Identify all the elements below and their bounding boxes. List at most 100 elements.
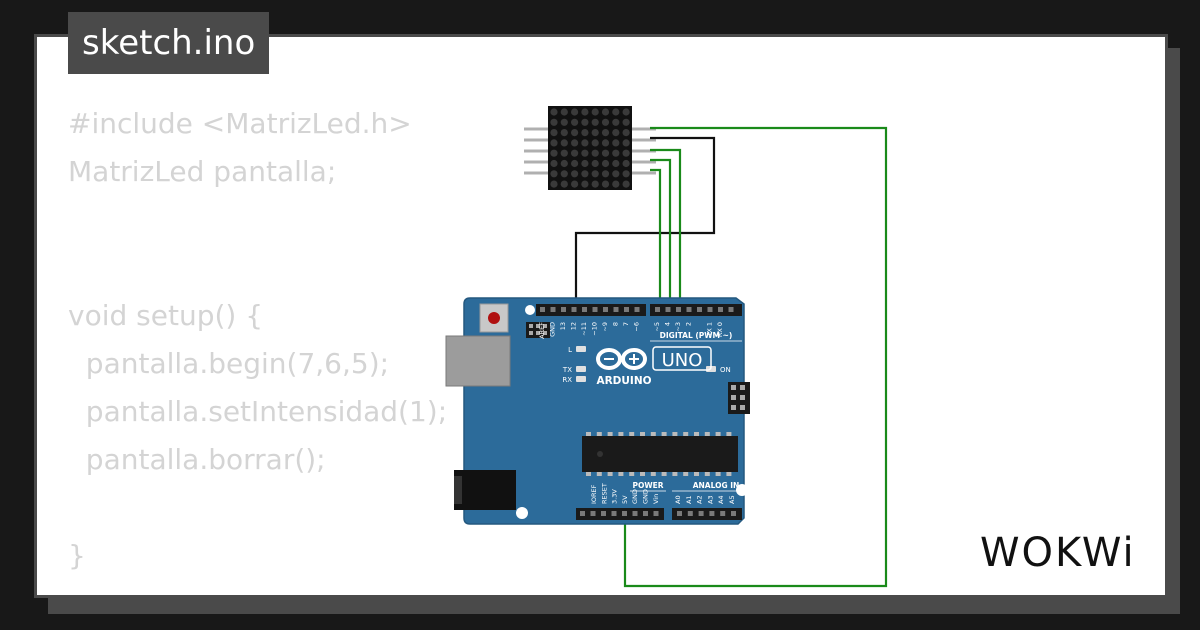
pin-label: RESET	[600, 483, 608, 504]
matrix-led	[612, 108, 620, 116]
header-pin[interactable]	[550, 307, 556, 312]
board-model: UNO	[662, 350, 703, 371]
header-pin[interactable]	[653, 511, 659, 516]
header-pin[interactable]	[611, 511, 617, 516]
matrix-led	[612, 118, 620, 126]
matrix-led	[571, 118, 579, 126]
mounting-hole	[525, 305, 535, 315]
matrix-led	[622, 108, 630, 116]
matrix-led	[560, 139, 568, 147]
pin-label: Vin	[652, 494, 660, 504]
mounting-hole	[736, 484, 748, 496]
wire-gnd[interactable]	[574, 136, 716, 304]
matrix-led	[612, 129, 620, 137]
header-pin[interactable]	[632, 511, 638, 516]
matrix-led	[571, 149, 579, 157]
matrix-led	[571, 139, 579, 147]
header-pin[interactable]	[698, 511, 704, 516]
header-pin[interactable]	[728, 307, 734, 312]
code-line: #include <MatrizLed.h>	[68, 107, 412, 140]
pin-label: 8	[612, 322, 620, 326]
header-pin[interactable]	[580, 511, 585, 516]
matrix-led	[560, 180, 568, 188]
matrix-led	[550, 118, 558, 126]
pin-label: A4	[717, 495, 725, 504]
header-pin[interactable]	[731, 511, 736, 516]
code-line: pantalla.setIntensidad(1);	[68, 395, 448, 428]
matrix-led	[622, 159, 630, 168]
pin-label: 2	[685, 322, 693, 326]
header-pin[interactable]	[677, 511, 682, 516]
header-pin[interactable]	[687, 511, 693, 516]
matrix-led	[591, 159, 599, 168]
code-line: pantalla.begin(7,6,5);	[68, 347, 390, 380]
header-pin[interactable]	[643, 511, 648, 516]
matrix-led	[601, 108, 610, 116]
header-pin[interactable]	[655, 307, 660, 312]
header-pin[interactable]	[686, 307, 692, 312]
wire-vcc[interactable]	[623, 126, 888, 588]
wire-clk[interactable]	[650, 168, 662, 304]
microcontroller-chip	[582, 436, 738, 472]
led-matrix[interactable]	[524, 106, 656, 190]
matrix-led	[571, 170, 579, 178]
matrix-led	[591, 149, 599, 157]
header-pin[interactable]	[622, 511, 627, 516]
pin-label: A2	[696, 495, 704, 504]
header-pin[interactable]	[718, 307, 723, 312]
header-pin[interactable]	[601, 511, 606, 516]
matrix-led	[612, 139, 620, 147]
power-header-label: POWER	[632, 481, 663, 490]
reset-button-cap[interactable]	[488, 312, 500, 324]
matrix-led	[550, 149, 558, 157]
header-pin[interactable]	[571, 307, 577, 312]
header-pin[interactable]	[590, 511, 596, 516]
wire-cs[interactable]	[650, 158, 672, 304]
icsp-header-right	[728, 382, 750, 414]
matrix-led	[560, 108, 568, 116]
icsp-header	[526, 322, 550, 338]
header-pin[interactable]	[613, 307, 619, 312]
pin-label: 3.3V	[611, 489, 619, 504]
pin-label: IOREF	[590, 484, 598, 504]
matrix-led	[571, 108, 579, 116]
matrix-led	[591, 180, 599, 188]
pin-label: RX 0	[716, 322, 724, 337]
header-pin[interactable]	[561, 307, 566, 312]
matrix-led	[622, 139, 630, 147]
board-brand: ARDUINO	[596, 375, 651, 387]
pin-label: ~5	[653, 322, 661, 332]
header-pin[interactable]	[582, 307, 587, 312]
matrix-led	[591, 118, 599, 126]
code-line: }	[68, 539, 86, 572]
header-pin[interactable]	[603, 307, 608, 312]
code-editor: #include <MatrizLed.h>MatrizLed pantalla…	[68, 100, 447, 580]
matrix-led	[550, 129, 558, 137]
header-pin[interactable]	[720, 511, 726, 516]
pin-label: A3	[706, 495, 714, 504]
matrix-led	[571, 159, 579, 168]
header-pin[interactable]	[709, 511, 715, 516]
wire-din[interactable]	[650, 148, 682, 304]
code-line: pantalla.borrar();	[68, 443, 326, 476]
file-tab[interactable]: sketch.ino	[68, 12, 270, 74]
matrix-led	[622, 129, 630, 137]
header-pin[interactable]	[634, 307, 640, 312]
matrix-body	[548, 106, 632, 190]
header-pin[interactable]	[676, 307, 681, 312]
header-pin[interactable]	[707, 307, 713, 312]
header-pin[interactable]	[665, 307, 671, 312]
led-tx-label: TX	[562, 366, 572, 374]
header-pin[interactable]	[540, 307, 545, 312]
matrix-led	[612, 170, 620, 178]
header-pin[interactable]	[697, 307, 702, 312]
pin-label: GND	[642, 489, 650, 504]
pin-label: 12	[570, 322, 578, 330]
header-pin[interactable]	[624, 307, 629, 312]
header-pin[interactable]	[592, 307, 598, 312]
digital-header-label: DIGITAL (PWM ~)	[660, 331, 733, 340]
matrix-led	[622, 118, 630, 126]
matrix-led	[622, 170, 630, 178]
